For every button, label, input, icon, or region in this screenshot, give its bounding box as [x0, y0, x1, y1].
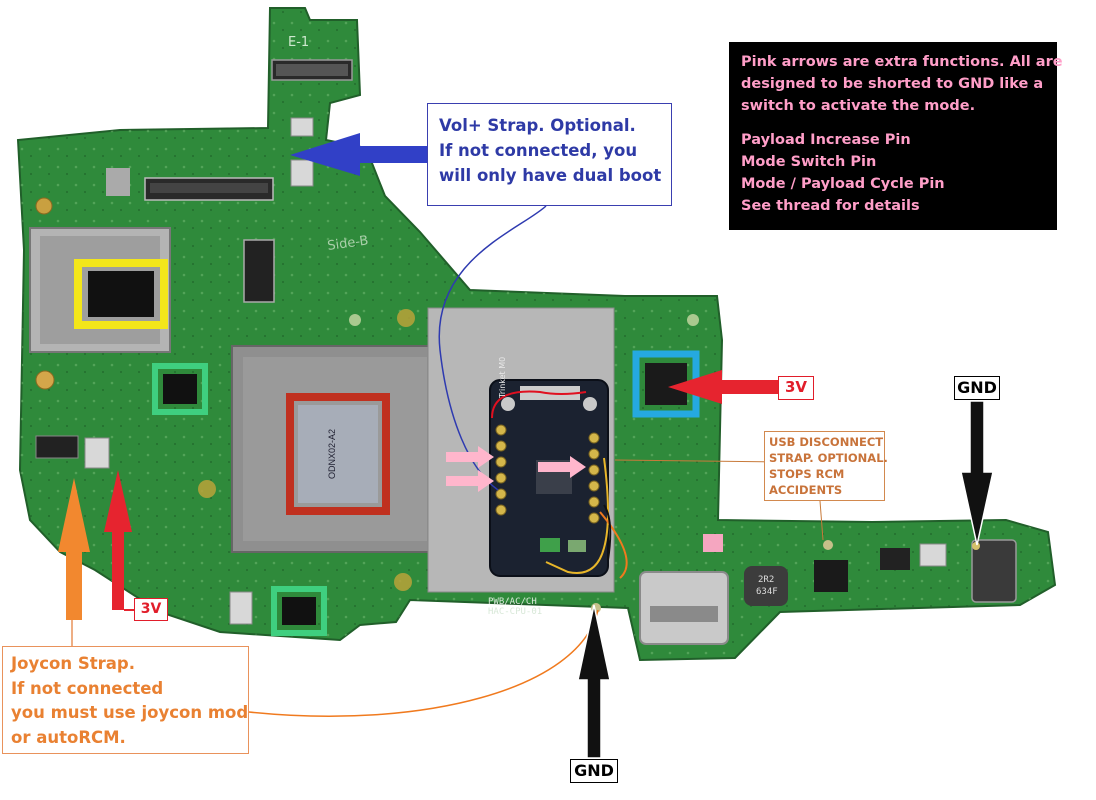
inductor: 2R2 634F	[744, 566, 788, 606]
side-label: Side-B	[326, 233, 369, 254]
usb-ic	[814, 560, 848, 592]
joycon-note-line: you must use joycon mod	[11, 703, 249, 722]
joycon-note-line: or autoRCM.	[11, 727, 126, 747]
pcb-text-2: HAC-CPU-01	[488, 607, 542, 617]
edge-label: E-1	[288, 35, 309, 50]
legend-pin-line: Payload Increase Pin	[741, 132, 911, 148]
green-highlight-box-lower	[271, 586, 327, 636]
black-wire	[603, 504, 612, 561]
yellow-wire	[545, 457, 609, 574]
joycon-arrow	[58, 478, 90, 620]
legend-intro-line: designed to be shorted to GND like a	[741, 76, 1044, 92]
usb-note-line: STOPS RCM	[769, 467, 845, 481]
yellow-highlight-box	[74, 259, 168, 329]
usb-note-line: STRAP. OPTIONAL.	[769, 451, 888, 465]
v3-arrow-left	[104, 470, 132, 610]
vol-strap-arrow	[290, 133, 427, 176]
board-connectors	[35, 59, 1017, 645]
usb-note-line: USB DISCONNECT	[769, 435, 884, 449]
v3-label-right: 3V	[778, 376, 814, 400]
v3-label-left: 3V	[134, 598, 168, 621]
joycon-strap-note: Joycon Strap. If not connected you must …	[2, 646, 249, 754]
legend-pin-line: Mode / Payload Cycle Pin	[741, 176, 945, 192]
usb-disconnect-note: USB DISCONNECT STRAP. OPTIONAL. STOPS RC…	[764, 431, 888, 501]
trinket-label: Trinket M0	[498, 357, 507, 399]
usb-note-line: ACCIDENTS	[769, 483, 843, 497]
orange-wire-short	[599, 511, 628, 579]
pink-arrow-cycle	[538, 456, 586, 478]
shield-module	[29, 227, 171, 353]
legend-intro-line: Pink arrows are extra functions. All are	[741, 54, 1063, 70]
legend-pin-line: Mode Switch Pin	[741, 154, 877, 170]
joycon-note-line: Joycon Strap.	[11, 654, 135, 673]
cap-marking-2: 634F	[756, 587, 778, 597]
red-highlight-box	[286, 393, 390, 515]
vol-note-line: will only have dual boot	[439, 166, 662, 185]
green-chip-upper	[152, 363, 208, 415]
gnd-label-bottom: GND	[570, 759, 618, 783]
joycon-strap-wire	[248, 609, 599, 717]
gnd-arrow-right	[960, 400, 994, 546]
red-wire	[491, 390, 587, 419]
vol-strap-note: Vol+ Strap. Optional. If not connected, …	[427, 103, 672, 206]
vol-note-line: If not connected, you	[439, 141, 638, 160]
pink-pad	[703, 534, 723, 552]
legend-intro-line: switch to activate the mode.	[741, 98, 976, 114]
gnd-label-right: GND	[954, 376, 1000, 400]
pink-arrow-payload-increase	[446, 446, 494, 468]
v3-arrow-right	[668, 370, 778, 404]
soc-chip: ODNX02-A2	[231, 345, 439, 553]
pcb-text-1: PWB/AC/CH	[488, 597, 537, 607]
green-chip-lower	[271, 586, 327, 636]
trinket-m0-board	[489, 379, 609, 577]
legend-box: Pink arrows are extra functions. All are…	[729, 42, 1063, 230]
vol-note-line: Vol+ Strap. Optional.	[439, 116, 636, 135]
usb-strap-wire	[614, 459, 781, 463]
green-highlight-box-upper	[152, 363, 208, 415]
joycon-note-line: If not connected	[11, 678, 164, 698]
chip-marking: ODNX02-A2	[327, 429, 337, 479]
gnd-arrow-bottom	[577, 604, 611, 759]
pink-arrow-mode-switch	[446, 470, 494, 492]
cap-marking-1: 2R2	[758, 575, 774, 585]
usb-note-leader	[819, 500, 824, 541]
legend-pin-line: See thread for details	[741, 198, 920, 214]
